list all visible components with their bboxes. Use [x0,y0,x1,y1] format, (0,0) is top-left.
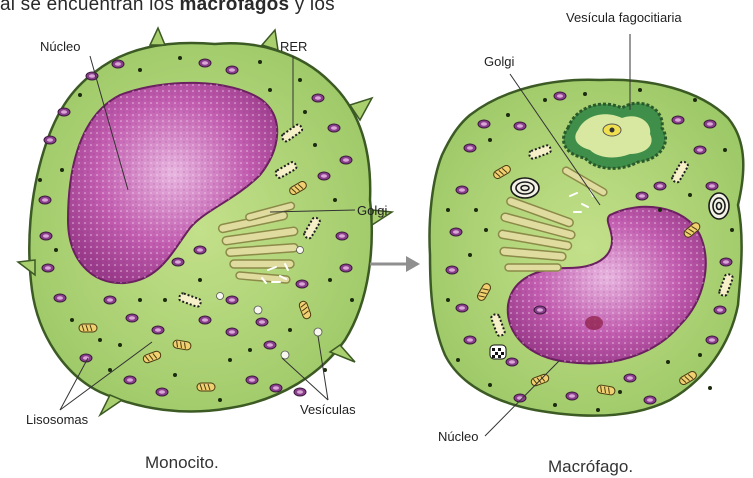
monocyte-cell [18,28,392,415]
macrophage-cell [430,34,744,436]
label-macrophage-golgi: Golgi [484,54,514,69]
label-phagocytic-vesicle: Vesícula fagocitiaria [566,10,682,25]
label-monocyte-rer: RER [280,39,307,54]
label-monocyte-nucleus: Núcleo [40,39,80,54]
residual-body [490,345,506,359]
caption-macrophage: Macrófago. [548,457,633,476]
label-macrophage-nucleus: Núcleo [438,429,478,444]
label-monocyte-vesicles: Vesículas [300,402,356,417]
caption-monocyte: Monocito. [145,453,219,472]
label-monocyte-lysosomes: Lisosomas [26,412,89,427]
transition-arrow [370,256,420,272]
label-monocyte-golgi: Golgi [357,203,387,218]
